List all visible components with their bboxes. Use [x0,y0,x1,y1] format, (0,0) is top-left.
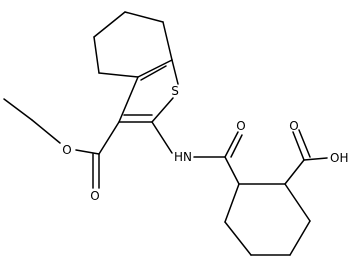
carboxylic-acid-group [284,129,328,185]
bond [298,129,311,158]
bond [284,159,305,185]
bond [303,157,328,161]
amide-nitrogen-label: HN [174,150,192,164]
bond [118,76,139,123]
sulfur-atom-label: S [171,84,179,98]
tetrahydro-ring [93,11,173,81]
bond [140,65,167,81]
bond [124,11,164,23]
ester-carbonyl-oxygen-label: O [90,189,99,203]
bond [31,119,61,144]
bond [224,156,240,185]
amide-group [151,121,243,185]
bond [230,134,243,158]
bond [289,220,311,256]
bond [224,131,239,158]
bond [162,21,173,61]
bond [3,98,33,121]
bond [98,72,139,78]
cyclohexane-ring [224,183,311,256]
bond [151,121,173,154]
thiophene-ring [118,59,179,123]
ester-ether-oxygen-label: O [62,143,71,157]
bond [98,121,120,155]
bond [224,183,240,223]
amide-oxygen-label: O [236,119,245,133]
ethyl-ester-group [3,98,120,189]
bond [93,11,126,38]
acid-hydroxyl-label: OH [330,151,348,165]
bond [151,97,174,123]
bond [224,221,252,256]
bond [93,36,100,74]
bond [137,59,173,78]
bond [292,131,305,161]
bond [284,183,311,222]
bond [75,149,100,155]
acid-carbonyl-oxygen-label: O [289,119,298,133]
bond [171,59,179,85]
